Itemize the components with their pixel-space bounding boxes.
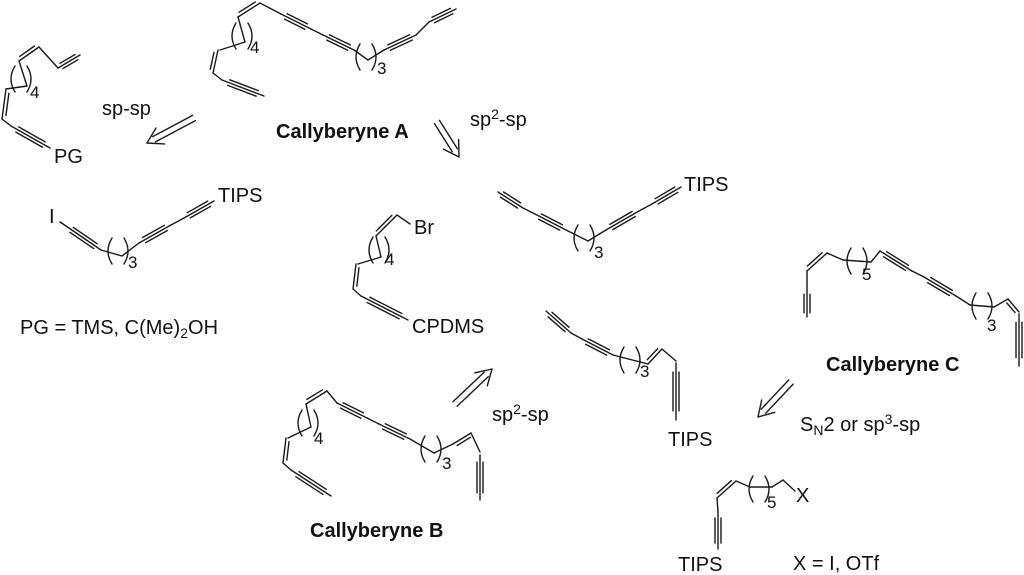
label-sp2-sp-top: sp2-sp xyxy=(470,106,527,131)
label-part: 2 or sp xyxy=(823,414,884,436)
structure-callyberyne-c xyxy=(803,247,1023,367)
structure-callyberyne-b xyxy=(282,389,484,501)
repeat-count-callyb-right: 3 xyxy=(442,454,451,473)
label-subscript: N xyxy=(813,422,823,438)
atom-label-br: Br xyxy=(414,217,434,239)
repeat-count-callyc-left: 5 xyxy=(862,265,871,284)
repeat-count-callyb-left: 4 xyxy=(314,429,323,448)
note-subscript: 2 xyxy=(180,325,188,341)
label-part: S xyxy=(800,414,813,436)
label-part: sp xyxy=(470,109,491,131)
atom-label-tips-iodo: TIPS xyxy=(218,185,262,207)
atom-label-tips-halide: TIPS xyxy=(678,554,722,575)
atom-label-x: X xyxy=(796,485,809,507)
structure-pg-protected-enediyne xyxy=(1,45,81,149)
retro-arrow-sp-sp xyxy=(146,114,197,145)
structure-ene-diyne-tips xyxy=(545,310,680,421)
retro-arrow-sp2-sp-mid xyxy=(452,368,493,407)
compound-name-callyberyne-a: Callyberyne A xyxy=(276,121,409,143)
atom-label-cpdms: CPDMS xyxy=(412,316,484,338)
note-pg-definition: PG = TMS, C(Me)2OH xyxy=(20,317,218,341)
repeat-count-halide: 5 xyxy=(767,493,776,512)
repeat-count-callya-left: 4 xyxy=(250,38,259,57)
retro-arrow-sp2-sp-top xyxy=(433,119,460,158)
label-part: -sp xyxy=(892,414,920,436)
repeat-count-callya-right: 3 xyxy=(377,59,386,78)
note-x-definition: X = I, OTf xyxy=(793,553,880,575)
atom-label-pg: PG xyxy=(54,146,83,168)
retro-arrow-sn2 xyxy=(757,379,794,418)
label-superscript: 2 xyxy=(491,106,499,122)
label-sn2-or-sp3-sp: SN2 or sp3-sp xyxy=(800,411,920,438)
label-superscript: 2 xyxy=(513,401,521,417)
atom-label-tips-triyne: TIPS xyxy=(684,174,728,196)
atom-label-iodine: I xyxy=(49,206,55,228)
label-part: -sp xyxy=(521,404,549,426)
note-part: PG = TMS, C(Me) xyxy=(20,317,180,339)
note-part: OH xyxy=(188,317,218,339)
structure-halide-tips xyxy=(714,475,796,550)
structure-triyne-tips xyxy=(497,186,682,252)
label-sp2-sp-mid: sp2-sp xyxy=(492,401,549,426)
label-part: sp xyxy=(492,404,513,426)
repeat-count-triyne: 3 xyxy=(594,243,603,262)
label-superscript: 3 xyxy=(885,411,893,427)
atom-label-tips-enediyne: TIPS xyxy=(668,429,712,451)
structure-iodo-diyne-tips xyxy=(59,200,215,265)
repeat-count-callyc-right: 3 xyxy=(987,316,996,335)
repeat-count-pg-fragment: 4 xyxy=(30,83,39,102)
compound-name-callyberyne-c: Callyberyne C xyxy=(826,354,959,376)
structure-callyberyne-a xyxy=(209,1,457,97)
label-sp-sp: sp-sp xyxy=(102,98,151,120)
compound-name-callyberyne-b: Callyberyne B xyxy=(310,520,443,542)
structure-bromo-enyne-cpdms xyxy=(352,214,411,321)
label-part: -sp xyxy=(499,109,527,131)
repeat-count-iodo: 3 xyxy=(128,253,137,272)
repeat-count-bromo: 4 xyxy=(385,250,394,269)
repeat-count-enediyne: 3 xyxy=(640,362,649,381)
